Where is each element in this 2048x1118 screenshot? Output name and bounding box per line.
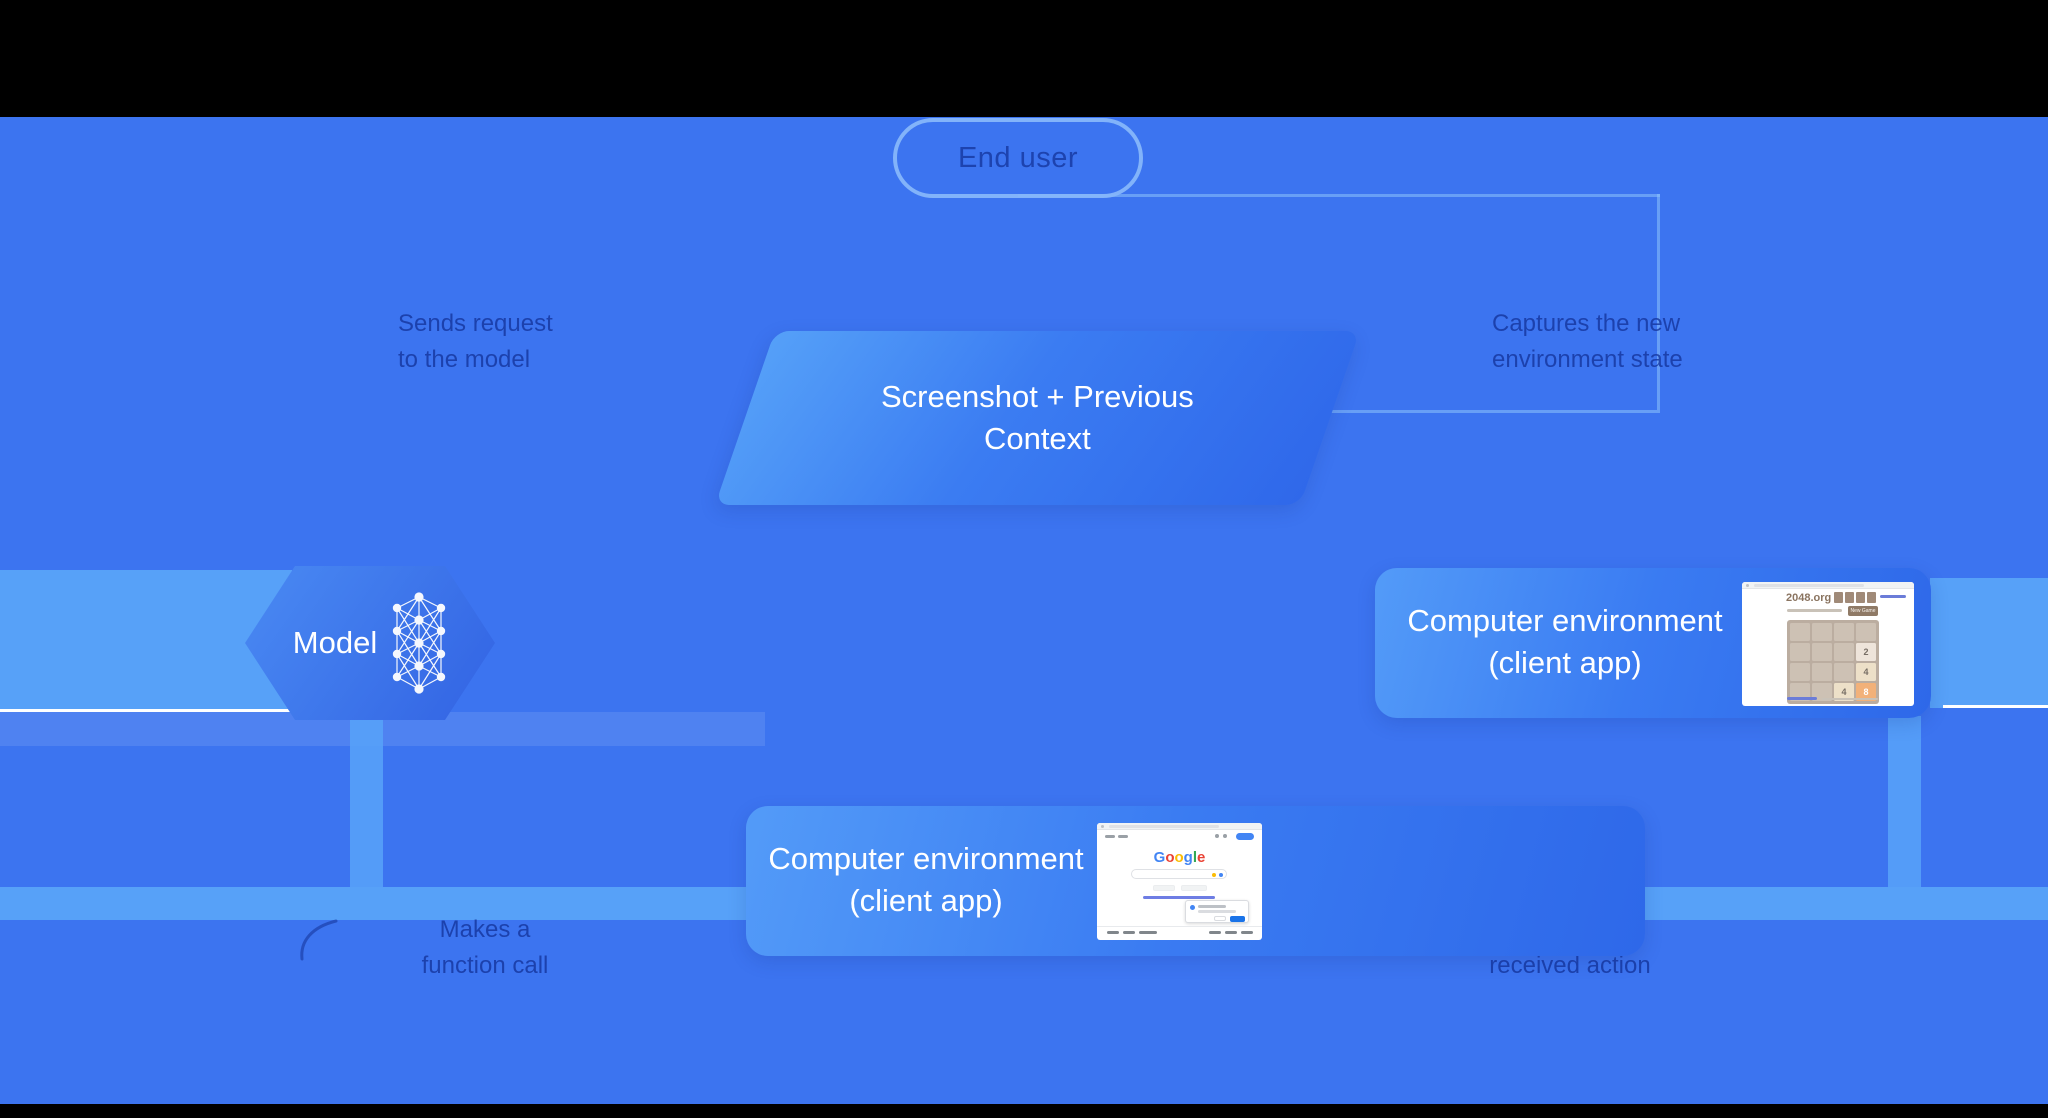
dialog-primary-button <box>1230 916 1245 922</box>
tile-cell <box>1790 623 1810 641</box>
loop-band-model-drop <box>350 714 383 890</box>
lens-icon <box>1212 872 1216 877</box>
promo-link-bar <box>1143 896 1215 899</box>
tile-cell <box>1812 683 1832 701</box>
loop-band-bottom-right <box>1645 887 2048 920</box>
game-2048-screenshot: 2048.org New Game 2 <box>1742 582 1914 706</box>
end-user-node: End user <box>893 118 1143 198</box>
neural-network-icon <box>393 592 446 694</box>
tile-2: 2 <box>1856 643 1876 661</box>
url-bar <box>1754 584 1864 587</box>
loop-band-right-rise <box>1888 716 1921 887</box>
avatar-icon <box>1223 834 1227 838</box>
browser-chrome <box>1097 823 1262 830</box>
lucky-button <box>1181 885 1207 891</box>
footer-divider <box>1097 926 1262 927</box>
loop-band-bottom-left <box>0 887 748 920</box>
tile-8: 8 <box>1856 683 1876 701</box>
screenshot-context-block: Screenshot + Previous Context <box>715 331 1360 505</box>
search-button <box>1153 885 1175 891</box>
tile-cell <box>1834 643 1854 661</box>
new-game-button: New Game <box>1848 606 1878 616</box>
tile-cell <box>1834 663 1854 681</box>
score-box <box>1867 592 1876 603</box>
score-box <box>1845 592 1854 603</box>
end-user-label: End user <box>957 141 1079 174</box>
google-homepage-screenshot: Google <box>1097 823 1262 940</box>
letterbox-top <box>0 0 2048 117</box>
header-text-bar <box>1105 835 1115 838</box>
step-label-captures-state: Captures the new environment state <box>1492 310 1683 373</box>
loop-band-left <box>0 570 292 712</box>
footer-link-bar <box>1107 931 1119 934</box>
tile-4: 4 <box>1856 663 1876 681</box>
link-text-bar <box>1880 595 1906 598</box>
connector-right-vertical <box>1657 194 1660 410</box>
loop-band-left-underline <box>0 709 292 712</box>
tile-4: 4 <box>1834 683 1854 701</box>
tab-dot-icon <box>1101 825 1104 828</box>
tab-dot-icon <box>1746 584 1749 587</box>
tile-cell <box>1834 623 1854 641</box>
google-logo: Google <box>1153 849 1206 866</box>
sign-in-button <box>1236 833 1254 840</box>
tile-cell <box>1790 663 1810 681</box>
agent-loop-diagram: End user Sends request to the model Capt… <box>0 117 2048 1104</box>
header-text-bar <box>1118 835 1128 838</box>
env-bottom-label: Computer environment (client app) <box>768 841 1084 918</box>
connector-top-horizontal <box>1018 194 1660 197</box>
footer-link-bar <box>1787 697 1817 700</box>
sign-in-dialog <box>1185 900 1249 923</box>
mic-icon <box>1219 872 1223 877</box>
footer-link-bar <box>1209 931 1221 934</box>
tile-cell <box>1790 683 1810 701</box>
caption-text-bar <box>1787 609 1842 612</box>
game-grid: 2 4 4 8 <box>1787 620 1879 704</box>
model-node: Model <box>245 566 495 720</box>
url-bar <box>1109 825 1219 828</box>
computer-environment-box-bottom: Computer environment (client app) Google <box>746 806 1645 956</box>
letterbox-bottom <box>0 1104 2048 1118</box>
dialog-text-bar <box>1198 910 1236 913</box>
curve-arrow-icon <box>300 919 338 961</box>
dialog-secondary-button <box>1214 916 1226 921</box>
footer-link-bar <box>1241 931 1253 934</box>
tile-cell <box>1856 623 1876 641</box>
step-label-sends-request: Sends request to the model <box>398 310 553 373</box>
env-right-label: Computer environment (client app) <box>1407 603 1723 680</box>
connector-mid-horizontal <box>1330 410 1660 413</box>
screenshot-context-label: Screenshot + Previous Context <box>881 379 1194 456</box>
browser-chrome <box>1742 582 1914 589</box>
loop-band-right-underline <box>1943 705 2048 708</box>
score-box <box>1834 592 1843 603</box>
dialog-text-bar <box>1198 905 1226 908</box>
footer-link-bar <box>1225 931 1237 934</box>
computer-environment-box-right: Computer environment (client app) 2048.o… <box>1375 568 1931 718</box>
search-input <box>1131 869 1227 879</box>
tile-cell <box>1812 643 1832 661</box>
tile-cell <box>1812 623 1832 641</box>
score-box <box>1856 592 1865 603</box>
footer-link-bar <box>1123 931 1135 934</box>
footer-link-bar <box>1139 931 1157 934</box>
site-title: 2048.org <box>1786 592 1832 604</box>
google-g-icon <box>1190 905 1195 910</box>
tile-cell <box>1812 663 1832 681</box>
tile-cell <box>1790 643 1810 661</box>
model-label: Model <box>292 625 378 660</box>
step-label-function-call: Makes a function call <box>421 916 549 979</box>
footer-text-bar <box>1822 697 1878 700</box>
loop-band-right <box>1930 578 2048 708</box>
apps-icon <box>1215 834 1219 838</box>
